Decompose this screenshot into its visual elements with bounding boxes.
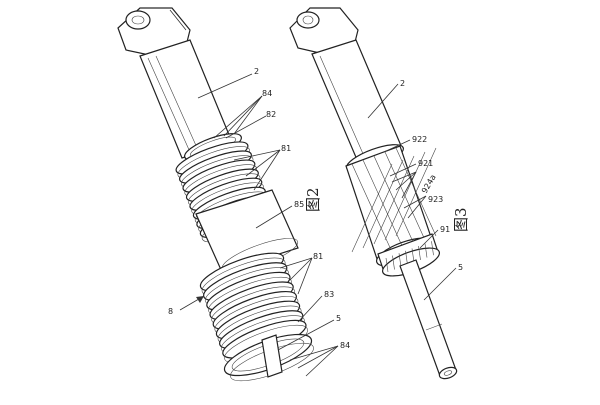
- ring-tooth: [411, 248, 415, 263]
- figure-2-labels: 2 84 82 81 85 81 8 83 5 84 图2: [168, 67, 350, 350]
- ring-tooth: [418, 245, 421, 261]
- fig2-arrow-8: [179, 295, 205, 311]
- ring-tooth: [398, 253, 402, 268]
- fig3-top-mount: [289, 7, 359, 55]
- cage-strut: [362, 159, 404, 249]
- cage-strut: [351, 163, 393, 253]
- ring-tooth: [424, 243, 428, 258]
- label-81-upper: 81: [281, 144, 291, 153]
- fig2-piston-rod: [261, 334, 283, 378]
- label-81-lower: 81: [313, 252, 323, 261]
- label-83: 83: [324, 290, 334, 299]
- label-2: 2: [400, 79, 405, 88]
- ring-tooth: [392, 255, 395, 270]
- label-85: 85: [294, 200, 304, 209]
- cage-strut: [373, 155, 415, 245]
- label-84-lower: 84: [340, 341, 350, 350]
- cage-strut: [384, 151, 426, 241]
- label-924a: 924a: [420, 173, 438, 195]
- figure-3-shock-absorber: [289, 7, 458, 380]
- label-921: 921: [418, 159, 433, 168]
- ring-tooth: [385, 257, 389, 273]
- label-923: 923: [428, 195, 443, 204]
- figure-2-caption: 图2: [304, 187, 322, 212]
- figure-3-caption: 图3: [452, 207, 470, 232]
- label-8: 8: [168, 307, 173, 316]
- fig2-top-mount: [117, 7, 191, 57]
- label-2: 2: [254, 67, 259, 76]
- label-84: 84: [262, 89, 272, 98]
- label-922: 922: [412, 135, 427, 144]
- fig2-middle-sleeve: [195, 189, 299, 273]
- label-5: 5: [336, 314, 341, 323]
- fig3-cylinder: [311, 39, 403, 163]
- cage-strut: [395, 147, 437, 237]
- ring-tooth: [431, 241, 434, 256]
- figure-2-shock-absorber: [117, 7, 314, 382]
- ring-tooth: [405, 250, 408, 265]
- label-91: 91: [440, 225, 450, 234]
- fig2-lower-bellows: [199, 252, 308, 364]
- leader-lines: [197, 73, 457, 377]
- label-5: 5: [458, 263, 463, 272]
- fig3-piston-rod: [399, 259, 458, 380]
- label-82: 82: [266, 110, 276, 119]
